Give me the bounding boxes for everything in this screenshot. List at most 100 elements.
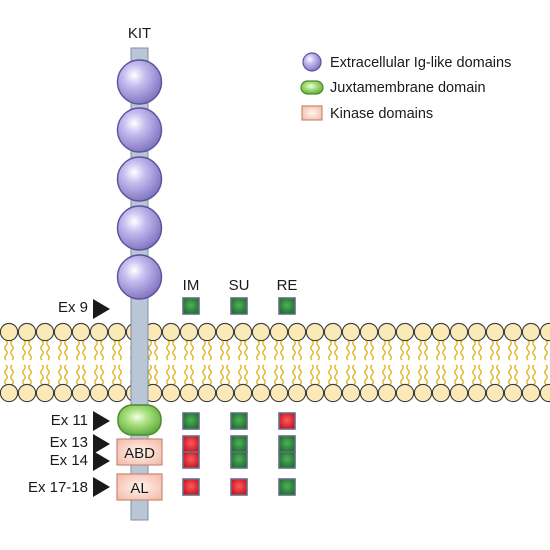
abd-domain-label: ABD	[124, 445, 155, 462]
legend-kinase-label: Kinase domains	[330, 106, 433, 122]
lipid-tail	[238, 364, 242, 385]
lipid-tail	[262, 340, 266, 361]
lipid-head	[251, 383, 271, 403]
ig-like-domain-1	[116, 59, 163, 105]
lipid-tail	[310, 364, 314, 385]
lipid-head	[395, 383, 415, 403]
protein-label: KIT	[128, 25, 151, 42]
lipid-tail	[172, 364, 176, 385]
lipid-tail	[58, 340, 62, 361]
lipid-tail	[328, 364, 332, 385]
legend: Extracellular Ig-like domains Juxtamembr…	[300, 52, 511, 122]
lipid-tail	[418, 364, 422, 385]
lipid-tail	[382, 340, 386, 361]
lipid-tail	[256, 364, 260, 385]
lipid-tail	[4, 340, 8, 361]
lipid-head	[197, 383, 217, 403]
lipid-tail	[490, 340, 494, 361]
exon-ex17-18-label: Ex 17-18	[28, 479, 88, 496]
lipid-tail	[406, 340, 410, 361]
lipid-tail	[154, 364, 158, 385]
exon-ex14: Ex 14	[50, 451, 110, 471]
lipid-tail	[28, 340, 32, 361]
cell-ex14-im	[182, 451, 200, 469]
lipid-tail	[118, 340, 122, 361]
al-domain: AL	[116, 473, 163, 501]
lipid-tail	[238, 340, 242, 361]
lipid-head	[71, 383, 91, 403]
lipid-head	[539, 322, 550, 342]
lipid-head	[53, 322, 73, 342]
lipid-head	[107, 322, 127, 342]
lipid-tail	[40, 364, 44, 385]
exon-ex13-label: Ex 13	[50, 434, 88, 451]
lipid-tail	[442, 364, 446, 385]
lipid-tail	[226, 340, 230, 361]
legend-kinase-swatch	[301, 105, 323, 121]
lipid-tail	[184, 364, 188, 385]
cell-ex17-18-im	[182, 478, 200, 496]
lipid-tail	[94, 340, 98, 361]
exon-ex9-label: Ex 9	[58, 299, 88, 316]
lipid-tail	[118, 364, 122, 385]
cell-ex13-im	[182, 435, 200, 453]
lipid-tail	[508, 340, 512, 361]
lipid-head	[287, 383, 307, 403]
lipid-tail	[22, 340, 26, 361]
lipid-head	[161, 383, 181, 403]
lipid-head	[179, 322, 199, 342]
lipid-head	[17, 322, 37, 342]
lipid-tail	[208, 340, 212, 361]
lipid-tail	[478, 364, 482, 385]
lipid-tail	[82, 340, 86, 361]
lipid-head	[503, 322, 523, 342]
legend-ig-label: Extracellular Ig-like domains	[330, 55, 511, 71]
exon-ex11-label: Ex 11	[51, 412, 88, 429]
lipid-head	[395, 322, 415, 342]
lipid-tail	[496, 340, 500, 361]
lipid-head	[251, 322, 271, 342]
lipid-tail	[22, 364, 26, 385]
lipid-head	[305, 383, 325, 403]
lipid-tail	[352, 364, 356, 385]
lipid-tail	[472, 340, 476, 361]
lipid-tail	[532, 340, 536, 361]
ig-like-domain-5	[116, 254, 163, 300]
lipid-tail	[262, 364, 266, 385]
lipid-head	[233, 322, 253, 342]
lipid-tail	[382, 364, 386, 385]
lipid-tail	[244, 340, 248, 361]
lipid-tail	[490, 364, 494, 385]
lipid-tail	[364, 340, 368, 361]
lipid-tail	[58, 364, 62, 385]
lipid-head	[413, 383, 433, 403]
cell-ex11-su	[230, 412, 248, 430]
lipid-head	[521, 322, 541, 342]
lipid-tail	[346, 364, 350, 385]
ig-like-domain-2	[116, 107, 163, 153]
cell-ex9-re	[278, 297, 296, 315]
lipid-head	[467, 322, 487, 342]
lipid-tail	[100, 364, 104, 385]
lipid-head	[215, 322, 235, 342]
lipid-tail	[364, 364, 368, 385]
lipid-tail	[544, 340, 548, 361]
exon-ex14-label: Ex 14	[50, 452, 88, 469]
lipid-tail	[424, 364, 428, 385]
lipid-head	[323, 322, 343, 342]
lipid-tail	[508, 364, 512, 385]
lipid-head	[485, 383, 505, 403]
lipid-head	[521, 383, 541, 403]
lipid-head	[539, 383, 550, 403]
lipid-head	[431, 322, 451, 342]
lipid-tail	[442, 340, 446, 361]
lipid-tail	[76, 340, 80, 361]
lipid-head	[215, 383, 235, 403]
lipid-head	[431, 383, 451, 403]
lipid-head	[35, 322, 55, 342]
lipid-head	[323, 383, 343, 403]
lipid-head	[161, 322, 181, 342]
ig-like-domains	[116, 59, 163, 300]
lipid-tail	[346, 340, 350, 361]
